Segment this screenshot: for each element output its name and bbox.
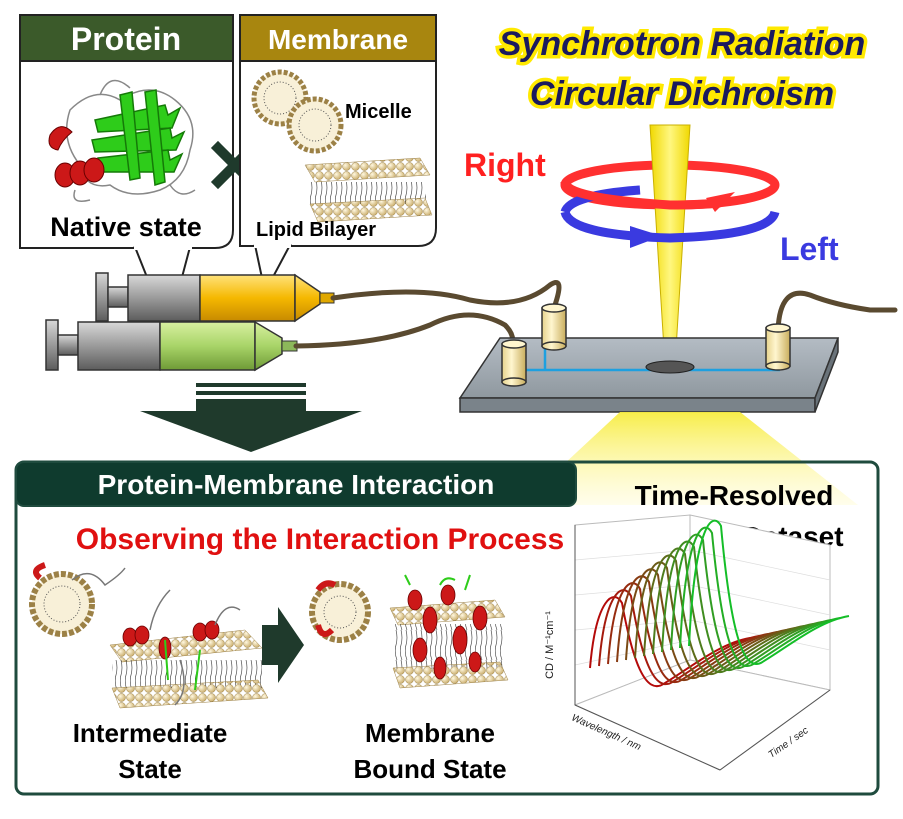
down-arrow-icon (140, 383, 362, 452)
protein-header (19, 14, 234, 62)
cd-spectrum-line (652, 547, 814, 674)
interaction-panel: Protein-Membrane Interaction Observing t… (14, 460, 880, 796)
panel-header (15, 461, 577, 507)
membrane-header (239, 14, 437, 62)
right-polarization-label: Right (464, 147, 546, 183)
polarization-rings-front (560, 180, 780, 248)
measurement-projection (520, 412, 858, 505)
intermediate-label-line-2: State (118, 754, 182, 784)
panel-title: Protein-Membrane Interaction (98, 469, 495, 500)
syringe-membrane (95, 272, 335, 323)
cd-spectrum-line (688, 519, 850, 666)
synchrotron-beam (649, 124, 691, 366)
left-polarization-label: Left (780, 231, 839, 267)
flow-tubes (293, 280, 898, 349)
cd-spectrum-line (598, 589, 760, 686)
inlet-port-1 (501, 339, 527, 387)
cd-spectrum-line (616, 575, 778, 682)
lipid-bilayer-image (304, 157, 433, 223)
dataset-label-line-1: Time-Resolved (635, 480, 834, 511)
flow-cell (458, 303, 840, 413)
protein-box: Protein Native state (19, 14, 234, 334)
protein-structure-image (48, 79, 196, 202)
cd-spectrum-line (607, 582, 769, 684)
cd-spectrum-line (670, 533, 832, 669)
intermediate-state-image (29, 562, 269, 709)
panel-subtitle: Observing the Interaction Process (76, 523, 564, 556)
cd-spectrum-line (661, 540, 823, 672)
z-axis-label: CD / M⁻¹cm⁻¹ (544, 611, 556, 679)
membrane-title: Membrane (268, 24, 408, 55)
srcd-title: Synchrotron Radiation Circular Dichroism (495, 22, 868, 117)
bilayer-label: Lipid Bilayer (256, 219, 376, 241)
cd-spectrum-line (643, 554, 805, 676)
transition-arrow-icon (262, 607, 304, 683)
bound-label-line-1: Membrane (365, 718, 495, 748)
membrane-box: Membrane Micelle Lipid Bilayer (239, 14, 437, 295)
cd-spectrum-line (679, 526, 841, 668)
bound-label-line-2: Bound State (353, 754, 506, 784)
time-resolved-3d-plot: CD / M⁻¹cm⁻¹ Wavelength / nm Time / sec (544, 514, 850, 771)
title-line-2: Circular Dichroism (530, 75, 834, 113)
left-arrow-icon (630, 226, 662, 248)
left-circular-ring (560, 210, 780, 243)
membrane-bound-state-image (309, 574, 509, 689)
intermediate-label-line-1: Intermediate (73, 718, 228, 748)
micelle-image (251, 69, 344, 154)
protein-title: Protein (71, 21, 181, 57)
cd-spectra-curves (589, 519, 850, 688)
cd-spectrum-line (625, 568, 787, 680)
cd-spectrum-line (589, 596, 751, 688)
protein-caption: Native state (50, 212, 202, 242)
outlet-port (765, 323, 791, 371)
micelle-label: Micelle (345, 101, 412, 123)
syringe-protein (45, 319, 298, 372)
title-line-1: Synchrotron Radiation (499, 25, 865, 63)
inlet-port-2 (541, 303, 567, 351)
